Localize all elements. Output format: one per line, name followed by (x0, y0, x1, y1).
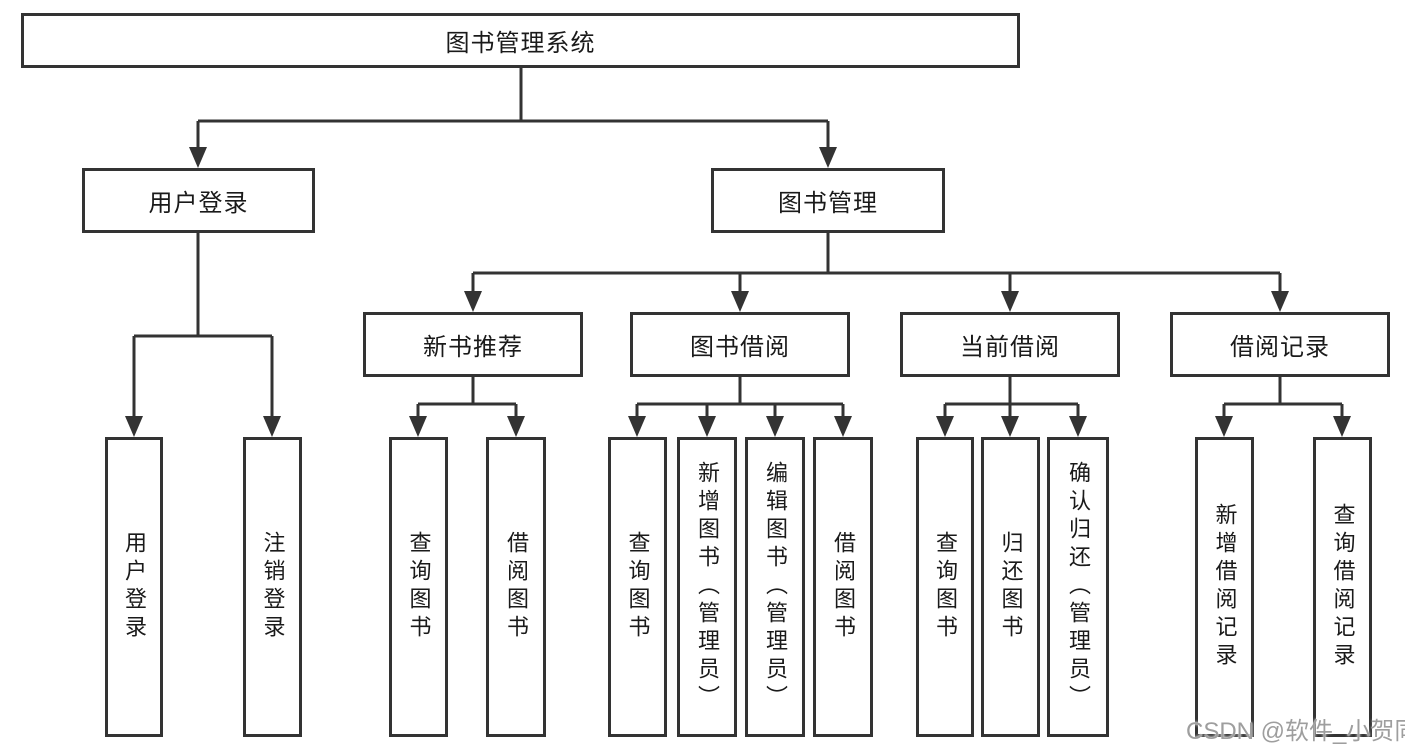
leaf-label: 查询图书 (625, 531, 651, 643)
node-label: 当前借阅 (960, 334, 1060, 361)
arrowhead (507, 416, 525, 437)
arrowhead (189, 147, 207, 168)
arrowhead (834, 416, 852, 437)
leaf-label: 确认归还（管理员） (1066, 461, 1091, 713)
leaf-label: 借阅图书 (504, 531, 529, 643)
leaf-add-borrow-record: 新增借阅记录 (1195, 437, 1254, 737)
connector-book-mgmt-branch (471, 233, 1282, 294)
leaf-label: 查询图书 (406, 531, 432, 643)
leaf-label: 借阅图书 (831, 531, 856, 643)
arrowhead (1215, 416, 1233, 437)
connector-root-branch (196, 66, 830, 150)
arrowhead (819, 147, 837, 168)
arrowhead (1333, 416, 1351, 437)
leaf-label: 用户登录 (122, 531, 147, 643)
node-label: 图书借阅 (690, 334, 790, 361)
node-label: 新书推荐 (423, 334, 523, 361)
leaf-label: 新增借阅记录 (1212, 503, 1238, 671)
connector-user-login-branch (132, 233, 274, 419)
arrowhead (628, 416, 646, 437)
leaf-label: 查询图书 (933, 531, 958, 643)
arrowhead (409, 416, 427, 437)
node-book-borrowing: 图书借阅 (630, 312, 850, 377)
arrowhead (731, 291, 749, 312)
arrowhead (125, 416, 143, 437)
connector-book-borrow-branch (635, 377, 845, 419)
leaf-label: 归还图书 (998, 531, 1024, 643)
arrowhead (698, 416, 716, 437)
leaf-query-books-borrowing: 查询图书 (608, 437, 667, 737)
leaf-add-books-admin: 新增图书（管理员） (677, 437, 737, 737)
csdn-watermark: CSDN @软件_小贺同学 (1186, 718, 1405, 745)
leaf-label: 注销登录 (260, 531, 286, 643)
connector-borrow-records-branch (1222, 377, 1344, 419)
arrowhead (263, 416, 281, 437)
node-new-book-recommend: 新书推荐 (363, 312, 583, 377)
leaf-borrow-books-borrowing: 借阅图书 (813, 437, 873, 737)
leaf-user-login: 用户登录 (105, 437, 163, 737)
node-borrow-records: 借阅记录 (1170, 312, 1390, 377)
node-label: 图书管理系统 (445, 30, 596, 57)
connector-current-borrow-branch (943, 377, 1080, 419)
node-label: 图书管理 (778, 190, 878, 217)
leaf-query-books-current: 查询图书 (916, 437, 974, 737)
arrowhead (1271, 291, 1289, 312)
arrowhead (464, 291, 482, 312)
node-user-login: 用户登录 (82, 168, 315, 233)
leaf-logout: 注销登录 (243, 437, 302, 737)
leaf-edit-books-admin: 编辑图书（管理员） (745, 437, 805, 737)
leaf-confirm-return-admin: 确认归还（管理员） (1047, 437, 1109, 737)
leaf-label: 新增图书（管理员） (695, 461, 720, 713)
arrowhead (1001, 416, 1019, 437)
node-label: 用户登录 (148, 190, 249, 217)
leaf-return-books: 归还图书 (981, 437, 1040, 737)
leaf-query-books-newbooks: 查询图书 (389, 437, 448, 737)
arrowhead (1069, 416, 1087, 437)
node-label: 借阅记录 (1230, 334, 1330, 361)
arrowhead (936, 416, 954, 437)
leaf-query-borrow-record: 查询借阅记录 (1313, 437, 1372, 737)
leaf-label: 编辑图书（管理员） (763, 461, 788, 713)
arrowhead (1001, 291, 1019, 312)
connector-new-books-branch (416, 377, 518, 419)
node-book-management: 图书管理 (711, 168, 945, 233)
arrowheads (125, 147, 1351, 437)
node-current-borrowing: 当前借阅 (900, 312, 1120, 377)
node-root-library-system: 图书管理系统 (21, 13, 1020, 68)
arrowhead (766, 416, 784, 437)
leaf-borrow-books-newbooks: 借阅图书 (486, 437, 546, 737)
leaf-label: 查询借阅记录 (1330, 503, 1356, 671)
